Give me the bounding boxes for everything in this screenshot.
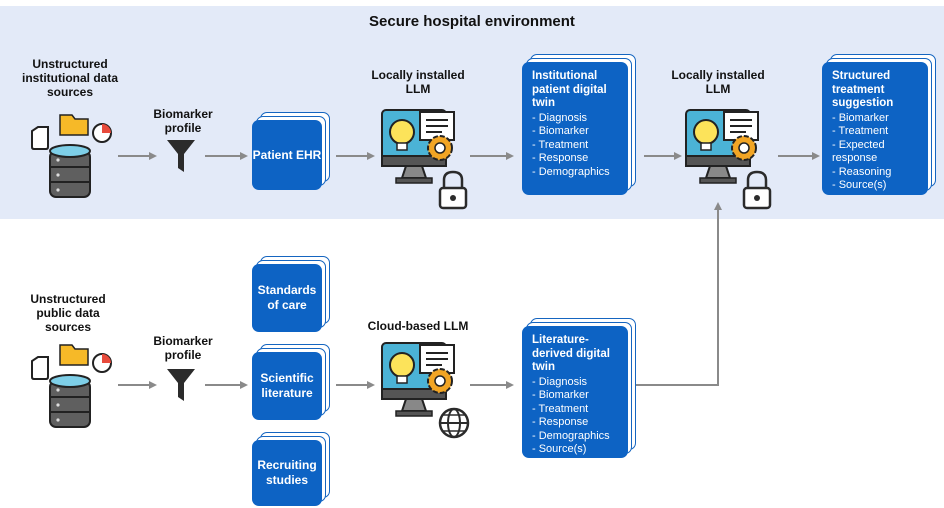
list-item: - Source(s) — [532, 443, 587, 455]
list-item: - Expected response — [832, 138, 885, 165]
list-item: - Biomarker — [532, 389, 589, 401]
environment-title: Secure hospital environment — [369, 13, 575, 30]
lightbulb-icon — [389, 119, 415, 151]
list-item: - Biomarker — [832, 111, 889, 124]
biomarker-profile-label-bottom: Biomarker profile — [153, 334, 213, 362]
institutional-twin-card: Institutional patient digital twin - Dia… — [522, 54, 636, 195]
public-sources-label: Unstructured public data sources — [30, 292, 106, 334]
database-icon — [49, 374, 91, 428]
scientific-literature-label: Scientific literature — [252, 352, 322, 420]
funnel-icon — [167, 369, 195, 401]
llm1-label: Locally installed LLM — [371, 68, 465, 96]
list-item: - Demographics — [532, 165, 610, 178]
lock-icon — [438, 170, 468, 210]
treatment-suggestion-card: Structured treatment suggestion - Biomar… — [822, 54, 936, 195]
lightbulb-icon — [693, 119, 719, 151]
patient-ehr-card: Patient EHR — [252, 112, 330, 190]
patient-ehr-label: Patient EHR — [252, 120, 322, 190]
standards-of-care-card: Standards of care — [252, 256, 330, 332]
literature-twin-card: Literature-derived digital twin - Diagno… — [522, 318, 636, 458]
document-icon — [31, 126, 49, 150]
treatment-suggestion-title: Structured treatment suggestion — [832, 70, 894, 109]
llm-monitor-icon — [381, 342, 470, 439]
lock-icon — [742, 170, 772, 210]
institutional-data-sources-icon — [31, 114, 112, 198]
gear-icon — [731, 135, 757, 161]
recruiting-studies-label: Recruiting studies — [252, 440, 322, 506]
pie-chart-icon — [92, 123, 112, 143]
funnel-icon — [167, 140, 195, 172]
folder-icon — [59, 344, 89, 366]
list-item: - Biomarker — [532, 125, 589, 137]
list-item: - Demographics — [532, 429, 610, 442]
lightbulb-icon — [389, 352, 415, 384]
public-data-sources-icon — [31, 344, 112, 428]
secure-environment-region — [0, 6, 944, 219]
gear-icon — [427, 135, 453, 161]
scientific-literature-card: Scientific literature — [252, 344, 330, 420]
llm2-label: Locally installed LLM — [671, 68, 765, 96]
recruiting-studies-card: Recruiting studies — [252, 432, 330, 506]
standards-of-care-label: Standards of care — [252, 264, 322, 332]
list-item: - Source(s) — [832, 179, 887, 191]
arrow-lit-twin-to-llm2 — [632, 202, 722, 386]
gear-icon — [427, 368, 453, 394]
pie-chart-icon — [92, 353, 112, 373]
llm-monitor-icon — [685, 109, 772, 210]
folder-icon — [59, 114, 89, 136]
institutional-twin-title: Institutional patient digital twin — [532, 70, 607, 109]
literature-twin-title: Literature-derived digital twin — [532, 334, 610, 373]
database-icon — [49, 144, 91, 198]
list-item: - Diagnosis — [532, 111, 588, 124]
list-item: - Response — [532, 416, 589, 428]
llm-monitor-icon — [381, 109, 468, 210]
list-item: - Response — [532, 152, 589, 164]
list-item: - Diagnosis — [532, 375, 588, 388]
globe-icon — [438, 407, 470, 439]
list-item: - Treatment — [532, 402, 589, 415]
institutional-sources-label: Unstructured institutional data sources — [22, 57, 118, 99]
list-item: - Treatment — [832, 125, 889, 137]
biomarker-profile-label-top: Biomarker profile — [153, 107, 213, 135]
list-item: - Reasoning — [832, 165, 892, 178]
cloud-llm-label: Cloud-based LLM — [367, 319, 469, 333]
list-item: - Treatment — [532, 138, 589, 151]
document-icon — [31, 356, 49, 380]
